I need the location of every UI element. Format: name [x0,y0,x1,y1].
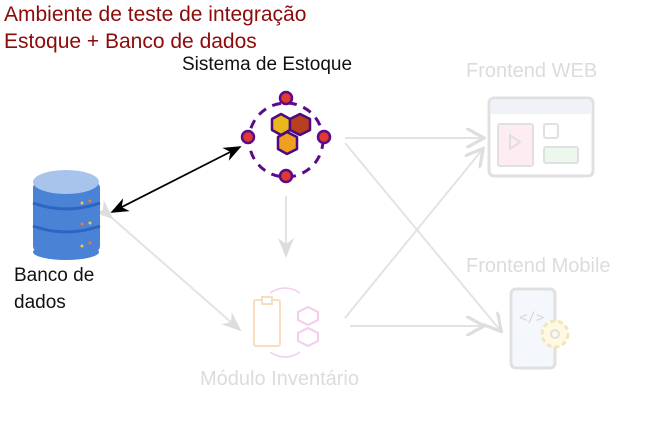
database-icon [32,170,101,260]
diagram-title-line2: Estoque + Banco de dados [4,30,257,53]
edge-inventario-web [344,150,482,319]
node-label-banco-line2: dados [14,292,66,313]
node-label-web: Frontend WEB [466,60,598,82]
edge-banco-inventario [93,200,242,332]
boxes-network-icon [240,90,332,184]
browser-window-icon [487,96,595,178]
clipboard-boxes-icon [253,287,319,358]
node-label-banco-line1: Banco de [14,265,95,286]
node-label-mobile: Frontend Mobile [466,255,611,277]
edge-banco-estoque [110,146,242,213]
faded-edges [93,138,500,332]
node-label-estoque: Sistema de Estoque [182,54,353,75]
node-label-inventario: Módulo Inventário [200,368,359,390]
svg-text:</>: </> [519,310,544,326]
diagram-title-line1: Ambiente de teste de integração [4,3,307,26]
mobile-code-gear-icon: </> [509,287,570,370]
edge-estoque-mobile [344,142,500,330]
